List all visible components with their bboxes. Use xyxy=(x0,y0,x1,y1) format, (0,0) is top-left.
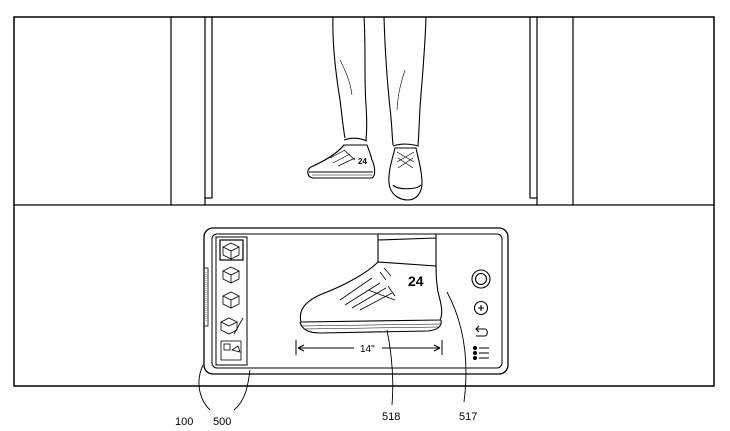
add-button[interactable] xyxy=(473,300,489,316)
screen-shoe-size: 24 xyxy=(408,273,424,289)
ref-label-518: 518 xyxy=(382,411,400,423)
cube-view-2-icon[interactable] xyxy=(222,266,240,284)
left-shelf xyxy=(170,17,213,205)
ref-label-100: 100 xyxy=(175,416,193,428)
capture-button[interactable] xyxy=(471,269,491,289)
device-100 xyxy=(203,227,509,375)
person-right-shoe xyxy=(388,147,423,201)
leader-lines xyxy=(198,291,467,411)
ref-label-500: 500 xyxy=(213,416,231,428)
cube-edit-icon[interactable] xyxy=(220,317,244,335)
screen-controls xyxy=(471,269,491,361)
person-shoe-size: 24 xyxy=(358,157,367,166)
person-legs xyxy=(332,16,427,147)
screen-shoe xyxy=(299,234,443,334)
measurement-text: 14" xyxy=(360,344,375,355)
person-left-shoe xyxy=(307,144,376,179)
undo-button[interactable] xyxy=(475,325,488,337)
right-shelf xyxy=(529,17,574,205)
ref-label-517: 517 xyxy=(459,411,477,423)
cube-view-1-icon[interactable] xyxy=(219,239,244,261)
device-side-rail xyxy=(203,267,209,327)
measurement-line xyxy=(295,340,443,355)
layout-icon[interactable] xyxy=(220,340,242,361)
screen-toolbar xyxy=(215,236,248,366)
menu-button[interactable] xyxy=(472,345,490,361)
cube-view-3-icon[interactable] xyxy=(222,291,240,309)
